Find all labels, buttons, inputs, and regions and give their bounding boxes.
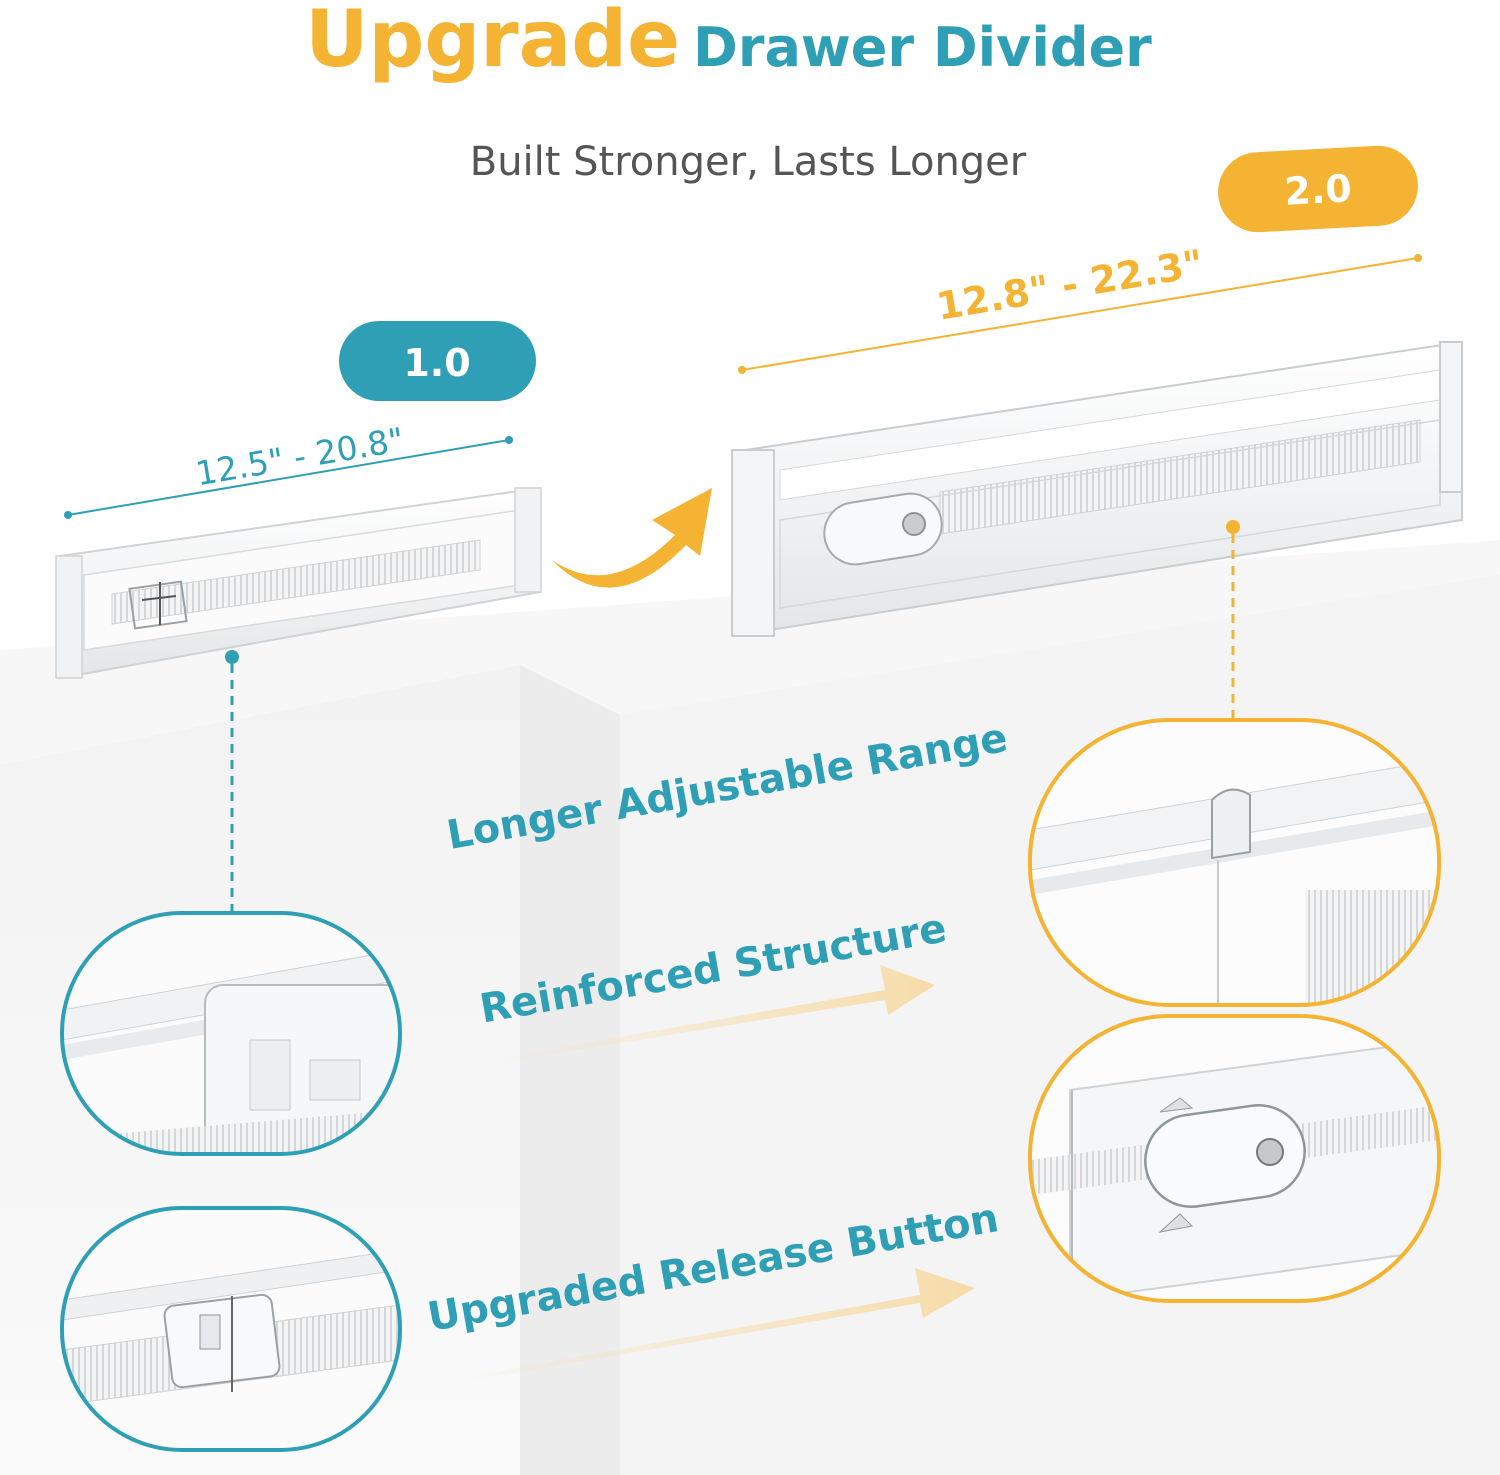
detail-new-button — [1028, 1014, 1441, 1303]
badge-old-label: 1.0 — [403, 341, 470, 385]
detail-new-structure — [1028, 718, 1441, 1007]
feature-arrow-button — [450, 1268, 975, 1384]
badge-new: 2.0 — [1218, 145, 1418, 233]
connector-old — [225, 650, 239, 918]
subtitle: Built Stronger, Lasts Longer — [470, 139, 1027, 185]
title-highlight: Upgrade — [305, 0, 680, 85]
divider-new-image — [731, 340, 1463, 638]
detail-old-structure — [60, 911, 402, 1156]
badge-new-label: 2.0 — [1283, 166, 1353, 213]
detail-old-button — [60, 1206, 402, 1452]
upgrade-arrow-icon — [552, 488, 712, 588]
divider-old-image — [55, 486, 542, 680]
feature-arrow-structure — [490, 965, 935, 1064]
title-rest: Drawer Divider — [693, 16, 1152, 79]
badge-old: 1.0 — [339, 321, 536, 401]
connector-new — [1226, 520, 1240, 728]
